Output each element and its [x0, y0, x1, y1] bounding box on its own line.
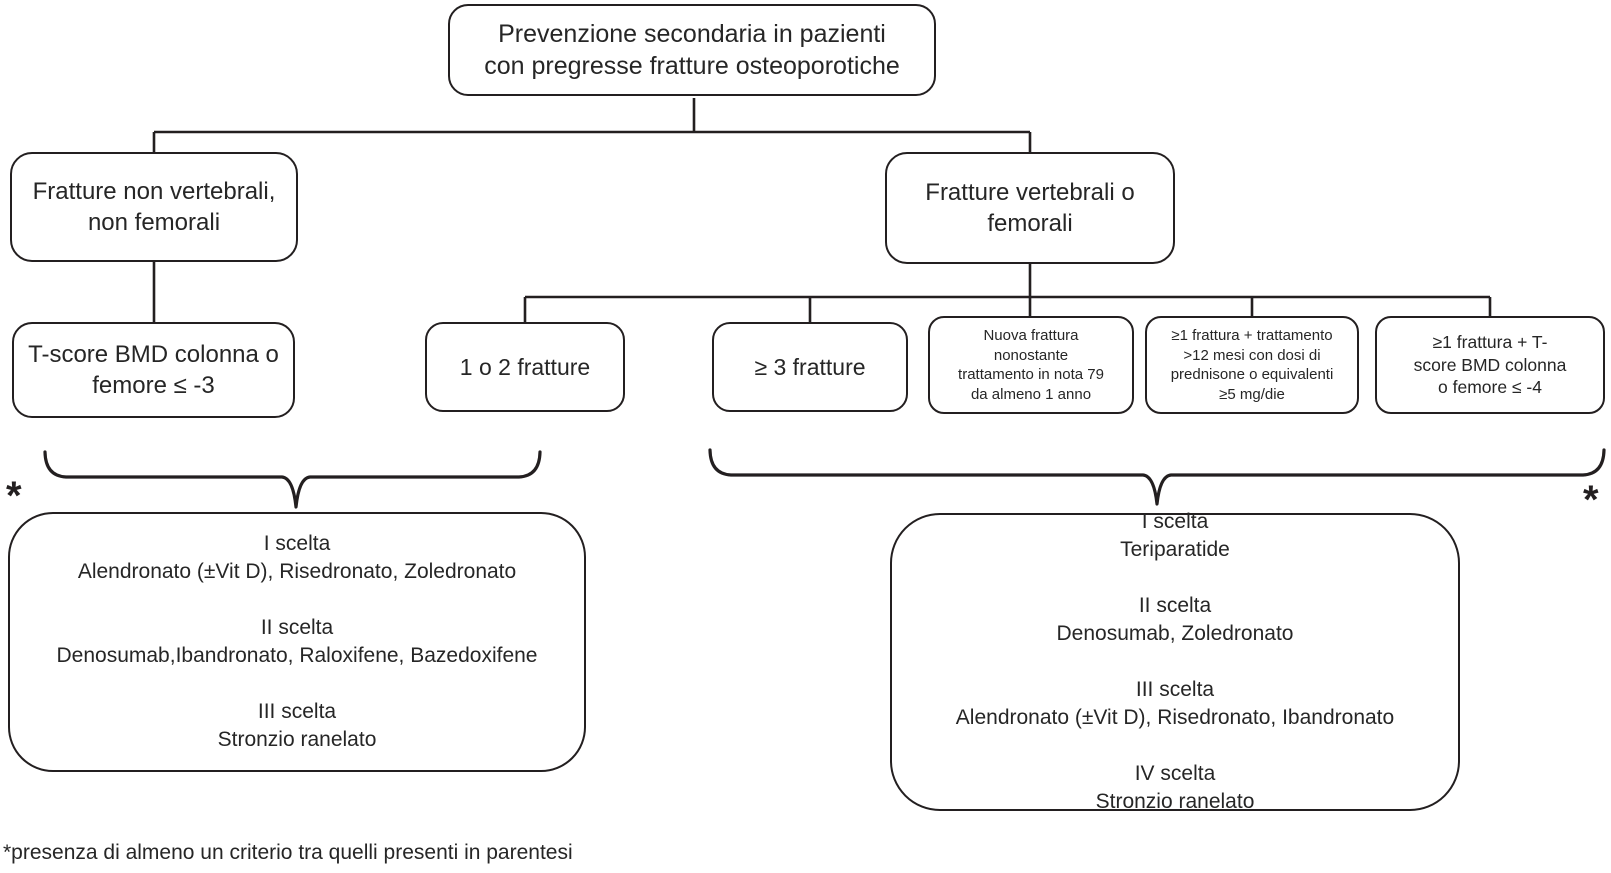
criterion-box-fracture-tscore: ≥1 frattura + T- score BMD colonna o fem…: [1375, 316, 1605, 414]
criterion-box-1-or-2-fractures: 1 o 2 fratture: [425, 322, 625, 412]
criterion-box-new-fracture-despite-treatment: Nuova frattura nonostante trattamento in…: [928, 316, 1134, 414]
root-box-title: Prevenzione secondaria in pazienti con p…: [448, 4, 936, 96]
asterisk-right: *: [1583, 478, 1599, 522]
criterion-box-tscore-left: T-score BMD colonna o femore ≤ -3: [12, 322, 295, 418]
criterion-box-3-plus-fractures: ≥ 3 fratture: [712, 322, 908, 412]
left-brace: [43, 450, 542, 509]
asterisk-left: *: [6, 474, 22, 518]
tree-connector-lines: [152, 98, 1492, 322]
treatment-box-right: I scelta Teriparatide II scelta Denosuma…: [890, 510, 1460, 813]
branch-box-non-vertebral-fractures: Fratture non vertebrali, non femorali: [10, 152, 298, 262]
footnote: *presenza di almeno un criterio tra quel…: [3, 841, 573, 864]
treatment-box-left: I scelta Alendronato (±Vit D), Risedrona…: [8, 512, 586, 772]
right-brace: [708, 448, 1606, 506]
branch-box-vertebral-femoral-fractures: Fratture vertebrali o femorali: [885, 152, 1175, 264]
criterion-box-fracture-prednisone-treatment: ≥1 frattura + trattamento >12 mesi con d…: [1145, 316, 1359, 414]
